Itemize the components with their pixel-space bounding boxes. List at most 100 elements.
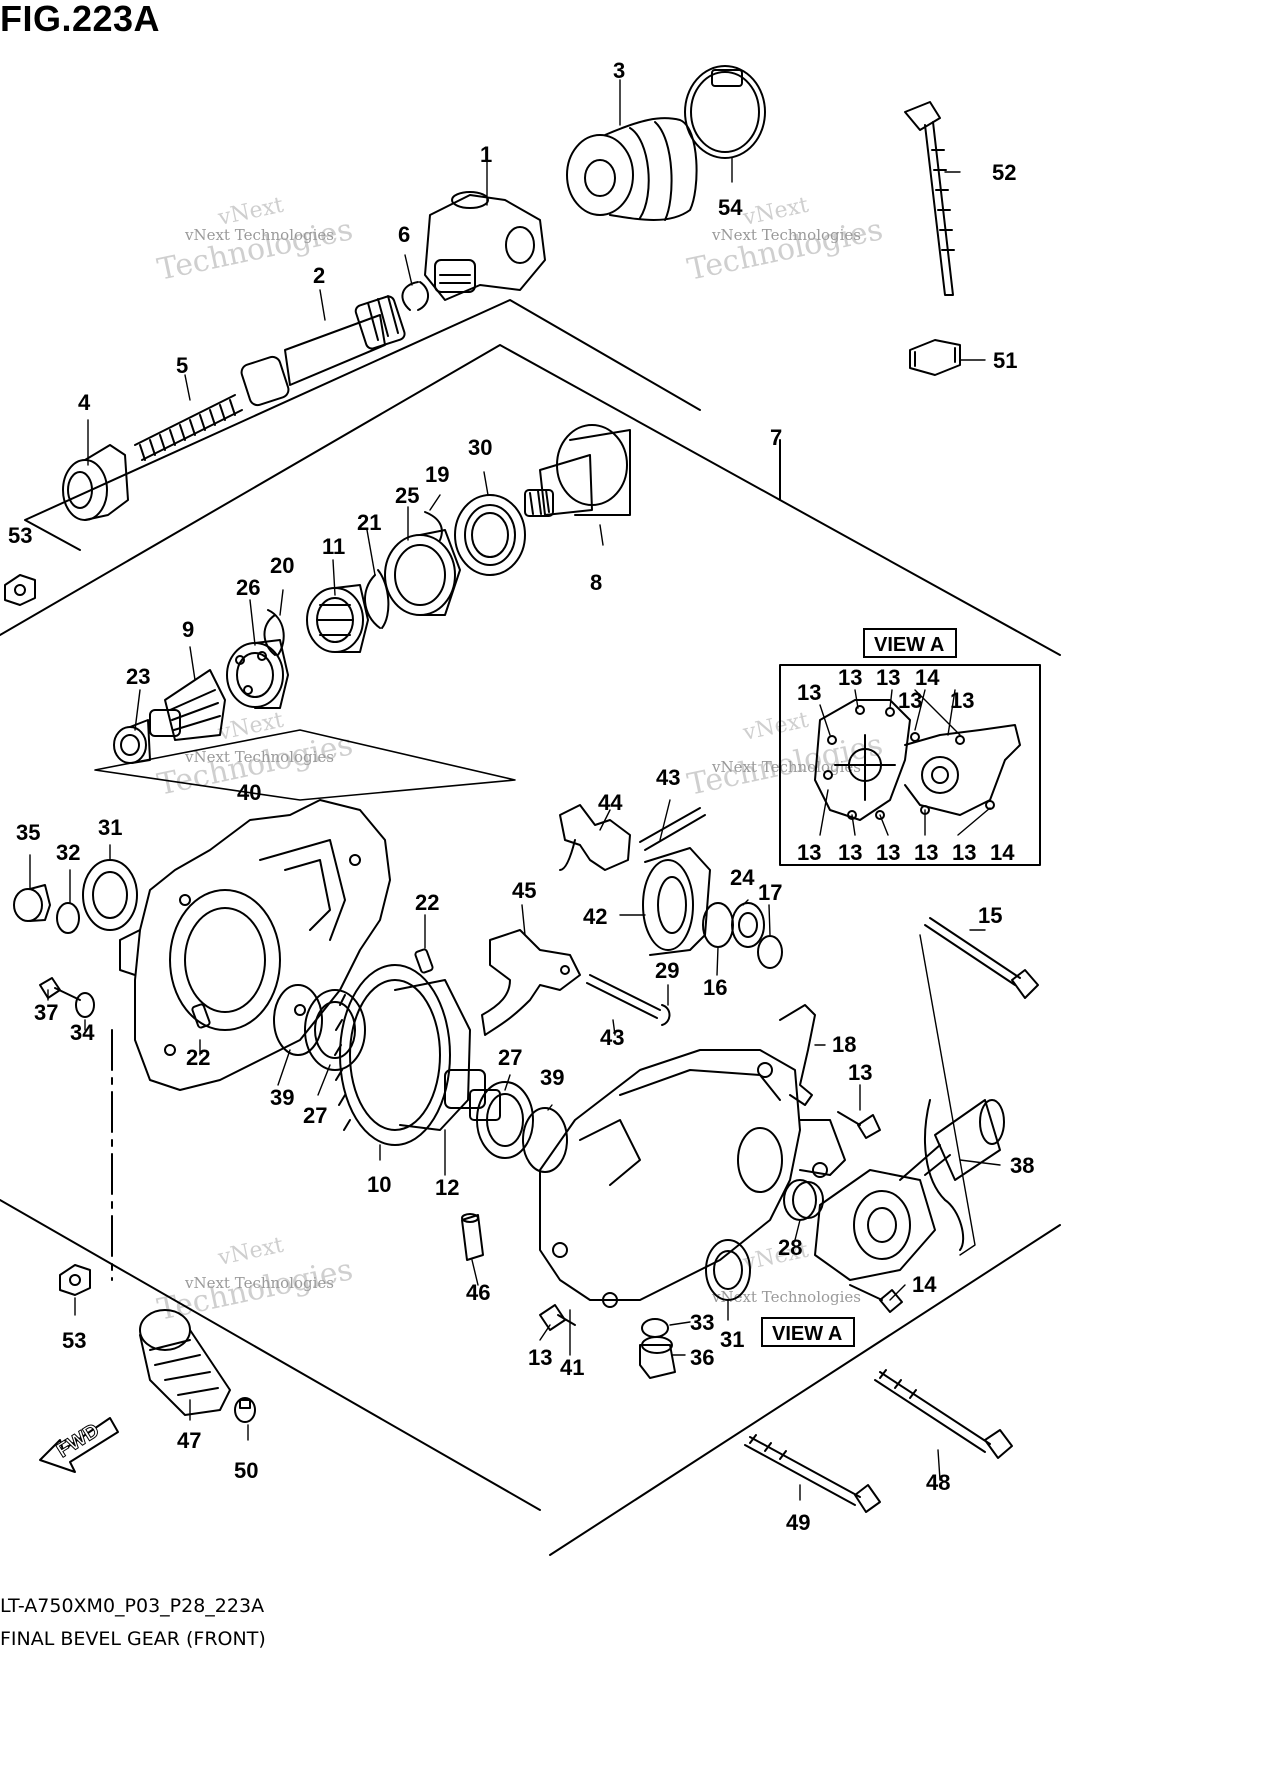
left-gear-housing <box>119 799 391 1091</box>
shift-rail-pin <box>639 807 706 851</box>
svg-text:vNext Technologies: vNext Technologies <box>184 226 334 244</box>
flange-nut <box>59 1264 91 1296</box>
shift-sleeve <box>642 847 711 956</box>
callout: 14 <box>990 840 1015 865</box>
wire-bracket <box>779 1004 816 1106</box>
callout: 9 <box>182 617 194 642</box>
callout: 43 <box>600 1025 624 1050</box>
callout: 46 <box>466 1280 490 1305</box>
callout: 13 <box>848 1060 872 1085</box>
bearing-24 <box>731 902 765 948</box>
bolt-49 <box>744 1434 881 1513</box>
watermark-group: vNext Technologies vNext Technologies vN… <box>154 193 885 1328</box>
svg-text:vNext: vNext <box>740 708 811 746</box>
o-ring-16 <box>702 902 734 948</box>
callout: 13 <box>914 840 938 865</box>
callout: 22 <box>186 1045 210 1070</box>
differential-housing <box>539 1049 846 1308</box>
view-a-label: VIEW A <box>772 1323 842 1345</box>
diff-lock-actuator <box>814 1099 1005 1281</box>
bevel-pinion <box>149 669 226 741</box>
figure-name: FINAL BEVEL GEAR (FRONT) <box>0 1628 266 1650</box>
o-ring-28 <box>792 1181 824 1219</box>
boot-clamp-small <box>234 1397 256 1423</box>
callout: 2 <box>313 263 325 288</box>
shift-rail-pin <box>586 974 661 1019</box>
callout: 13 <box>876 665 900 690</box>
callout: 47 <box>177 1428 201 1453</box>
oil-seal-side <box>82 859 138 931</box>
side-bearing <box>304 989 366 1071</box>
callout: 20 <box>270 553 294 578</box>
callout: 44 <box>598 790 623 815</box>
callout: 13 <box>838 840 862 865</box>
callout: 16 <box>703 975 727 1000</box>
snap-ring <box>424 511 443 541</box>
callout: 5 <box>176 353 188 378</box>
callout: 22 <box>415 890 439 915</box>
svg-text:vNext Technologies: vNext Technologies <box>711 1288 861 1306</box>
callout: 13 <box>950 688 974 713</box>
callout: 39 <box>270 1085 294 1110</box>
axle-boot <box>139 1309 231 1416</box>
snap-ring <box>363 569 390 629</box>
callout: 1 <box>480 142 492 167</box>
svg-text:vNext Technologies: vNext Technologies <box>711 758 861 776</box>
callout: 40 <box>237 780 261 805</box>
callout: 17 <box>758 880 782 905</box>
leader-15 <box>919 934 976 1256</box>
callout: 13 <box>876 840 900 865</box>
callout: 48 <box>926 1470 950 1495</box>
input-shaft-flange <box>524 424 631 517</box>
washer-34 <box>75 992 95 1018</box>
svg-text:vNext Technologies: vNext Technologies <box>184 748 334 766</box>
callout: 53 <box>62 1328 86 1353</box>
dust-seal <box>62 444 129 521</box>
pinion-group-bracket <box>94 729 516 801</box>
bolt-13 <box>837 1111 881 1139</box>
callout: 24 <box>730 865 755 890</box>
callout: 13 <box>838 665 862 690</box>
callout: 10 <box>367 1172 391 1197</box>
callout: 13 <box>528 1345 552 1370</box>
callout: 13 <box>952 840 976 865</box>
ball-bearing <box>384 529 461 616</box>
callout: 13 <box>898 688 922 713</box>
bolt-37 <box>39 977 81 1001</box>
callout: 18 <box>832 1032 856 1057</box>
callout: 51 <box>993 348 1017 373</box>
callout: 7 <box>770 425 782 450</box>
circlip <box>401 281 429 311</box>
svg-text:Technologies: Technologies <box>684 212 885 288</box>
callout: 32 <box>56 840 80 865</box>
cable-clip <box>909 339 961 376</box>
watermark: vNext Technologies vNext Technologies <box>684 193 885 288</box>
callout: 29 <box>655 958 679 983</box>
callout: 31 <box>98 815 122 840</box>
coil-spring <box>134 394 243 461</box>
rubber-boot <box>566 117 698 221</box>
callout: 19 <box>425 462 449 487</box>
side-bearing <box>476 1081 534 1159</box>
dowel-46 <box>461 1213 484 1261</box>
callout: 31 <box>720 1327 744 1352</box>
view-a-inset-frame <box>779 664 1041 866</box>
callout: 43 <box>656 765 680 790</box>
frame-left-edge <box>0 1199 541 1511</box>
callout: 27 <box>303 1103 327 1128</box>
callout: 23 <box>126 664 150 689</box>
upper-shaft-bracket <box>24 299 701 551</box>
lock-clip <box>661 1004 671 1026</box>
dowel-pin <box>191 1003 211 1029</box>
callout: 27 <box>498 1045 522 1070</box>
callout: 50 <box>234 1458 258 1483</box>
drain-plug <box>13 884 51 922</box>
callout: 39 <box>540 1065 564 1090</box>
o-ring <box>273 984 323 1056</box>
view-a-label: VIEW A <box>874 634 944 656</box>
callout: 52 <box>992 160 1016 185</box>
shift-fork <box>559 804 631 871</box>
roller-bearing <box>306 584 369 653</box>
callout-numbers: 3 1 52 54 6 2 51 5 4 7 30 19 25 21 11 20… <box>8 58 1034 1535</box>
callout: 4 <box>78 390 91 415</box>
